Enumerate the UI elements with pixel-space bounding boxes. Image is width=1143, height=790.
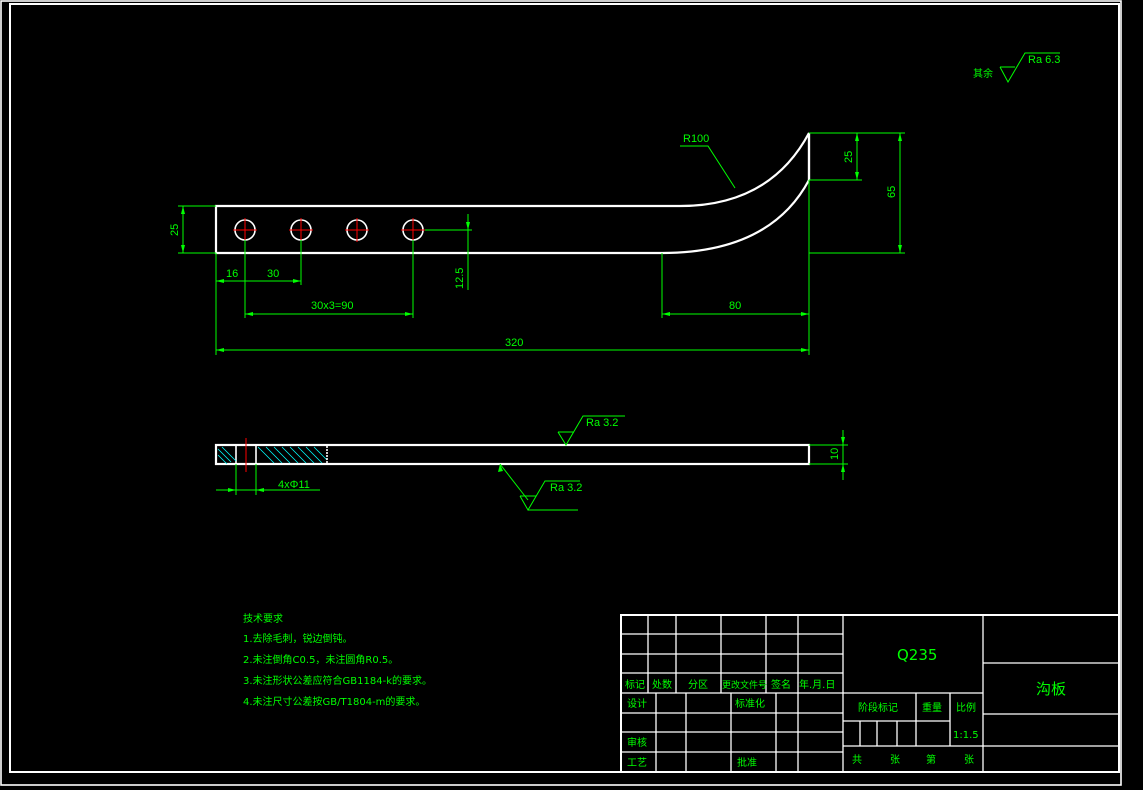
outer-frame: [0, 0, 1122, 786]
tb-sheet-no: 第: [926, 753, 936, 766]
roughness-default-symbol: [999, 52, 1060, 84]
dim-top-25: 25: [843, 151, 855, 163]
tb-header-mark: 标记: [625, 679, 645, 691]
dim-pitch-30: 30: [267, 268, 279, 280]
tech-note-item: 4.未注尺寸公差按GB/T1804-m的要求。: [243, 695, 425, 708]
tb-standardization: 标准化: [735, 697, 765, 710]
tb-sheet-total: 共: [852, 754, 862, 766]
tb-header-count: 处数: [652, 678, 672, 691]
tb-part-name: 沟板: [1036, 680, 1066, 698]
dim-offset-16: 16: [226, 268, 238, 280]
tb-approve: 批准: [737, 756, 757, 769]
tb-header-signature: 签名: [771, 678, 791, 691]
dim-thickness: 10: [829, 448, 841, 460]
tb-header-change-doc: 更改文件号: [722, 679, 767, 691]
hole-1: [233, 218, 257, 242]
hole-4: [401, 218, 425, 242]
dim-pitch-total: 30x3=90: [311, 300, 354, 312]
tech-note-item: 3.未注形状公差应符合GB1184-k的要求。: [243, 674, 432, 687]
dim-radius: R100: [683, 133, 709, 145]
tb-review: 审核: [627, 736, 647, 749]
dim-bend-length: 80: [729, 300, 741, 312]
tb-scale-value: 1:1.5: [953, 730, 979, 741]
side-outline: [214, 443, 811, 466]
section-hatch: [217, 446, 328, 465]
roughness-default-prefix: 其余: [973, 67, 993, 80]
tech-note-item: 1.去除毛刺，锐边倒钝。: [243, 632, 353, 645]
front-view: R100 25 16 30 30x3=90 320 12.5 80 25 65 …: [169, 52, 1060, 355]
side-view: 10 4xΦ11 Ra 3.2 Ra 3.2: [214, 415, 848, 511]
tb-material: Q235: [897, 646, 937, 664]
roughness-top-value: Ra 3.2: [586, 417, 618, 429]
dim-total-length: 320: [505, 337, 523, 349]
tb-header-zone: 分区: [688, 679, 708, 691]
roughness-bottom-value: Ra 3.2: [550, 482, 582, 494]
tech-notes: 技术要求 1.去除毛刺，锐边倒钝。 2.未注倒角C0.5，未注圆角R0.5。 3…: [243, 612, 432, 708]
dim-holes: 4xΦ11: [278, 479, 310, 491]
tb-design: 设计: [627, 697, 647, 710]
tb-sheet-word2: 张: [964, 754, 974, 766]
roughness-default-value: Ra 6.3: [1028, 54, 1060, 66]
tb-stage-mark: 阶段标记: [858, 701, 898, 714]
tb-process: 工艺: [627, 757, 647, 769]
tb-weight: 重量: [922, 701, 942, 714]
tech-notes-title: 技术要求: [243, 612, 283, 625]
tb-scale-label: 比例: [956, 701, 976, 714]
dim-height-25-left: 25: [169, 224, 181, 236]
part-outline: [214, 132, 811, 255]
dim-height-65: 65: [886, 186, 898, 198]
title-block: 标记 处数 分区 更改文件号 签名 年.月.日 设计 标准化 审核 工艺 批准 …: [620, 614, 1120, 773]
hole-2: [289, 218, 313, 242]
drawing-border: [9, 3, 1120, 773]
hole-3: [345, 218, 369, 242]
dim-hole-offset: 12.5: [454, 268, 466, 289]
tb-sheet-word: 张: [890, 754, 900, 766]
tb-header-date: 年.月.日: [799, 678, 835, 691]
tech-note-item: 2.未注倒角C0.5，未注圆角R0.5。: [243, 653, 398, 666]
